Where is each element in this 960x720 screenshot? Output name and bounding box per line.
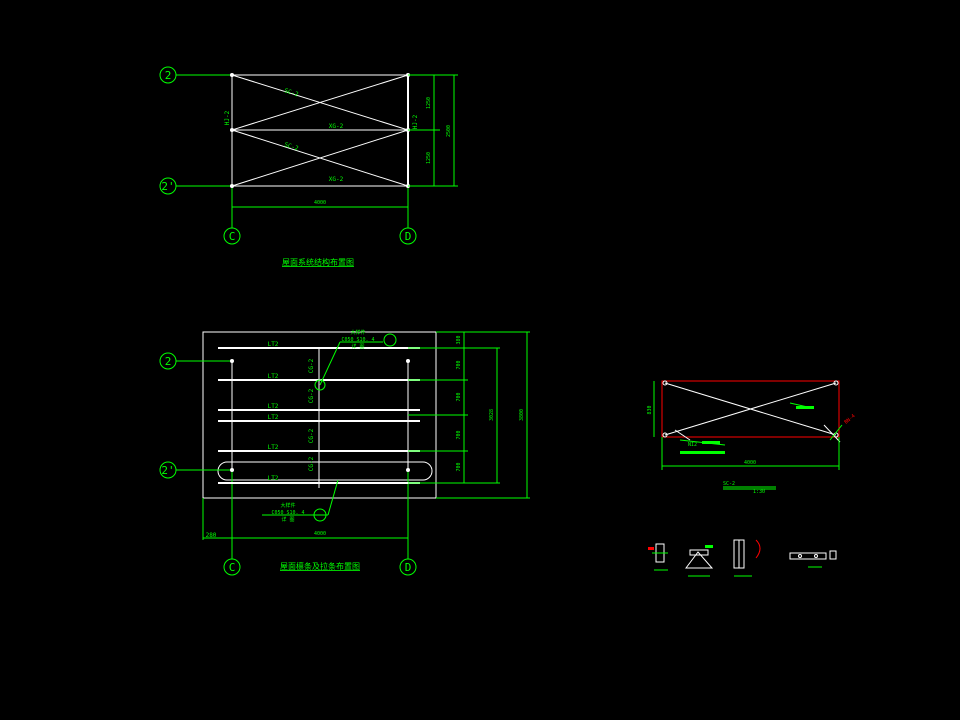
note-block [796,406,814,409]
detail-frame [661,380,840,438]
node [230,468,234,472]
node [230,359,234,363]
dim-text: 3028 [489,409,495,421]
end-plate [674,429,691,441]
dim-text: 3800 [519,409,525,421]
section-shape [829,550,837,560]
strut-label: XG-2 [329,176,344,183]
dim-text: 4000 [314,200,326,206]
dim-text: 4000 [744,460,756,466]
leader-text: NI2 [688,442,697,448]
dim-text: 1250 [426,97,432,109]
axis-label-2p: 2' [161,180,174,193]
detail-title: SC-2 [723,481,735,487]
tie-label: CG-2 [308,456,315,471]
roof-purlin-plan: 2 2' C D LT2 LT2 LT2 LT2 LT2 LT2 CG-2 CG… [159,329,530,576]
node [662,380,668,386]
detail-scale: 1:30 [753,489,765,495]
purlin-label: LT2 [268,414,279,421]
note-block [705,545,713,548]
section-shape [689,549,709,556]
dim-text: 700 [456,462,462,471]
drawing-title: 屋面系统结构布置图 [282,257,354,267]
purlin-label: LT2 [268,444,279,451]
purlin-label: LT2 [268,341,279,348]
brace-detail: 830 4000 NI2 BN-4 SC-2 1:30 [647,380,857,495]
axis-label-d: D [405,230,412,243]
purlin-label: LT2 [268,403,279,410]
callout-text: C050 S10. 4 [271,510,304,516]
node [230,73,234,77]
dim-text: 4000 [314,531,326,537]
brace-label: SC-2 [283,141,299,152]
node [230,184,234,188]
callout-text: 详 图 [281,516,294,523]
column-label-left: HJ-2 [224,110,231,125]
section-shape [789,552,827,560]
leader [829,424,843,441]
section-shape [685,551,714,569]
purlin-label: LT2 [268,475,279,482]
red-note: BN-4 [843,413,856,425]
node [230,128,234,132]
section-mark [755,539,761,559]
callout-leader [327,479,339,516]
dim-text: 700 [456,430,462,439]
callout-leader [319,341,341,386]
column-label-right: HJ-2 [412,114,419,129]
section-bolt [814,554,818,558]
dim-text: 830 [647,405,653,414]
section-bolt [798,554,802,558]
brace-line [664,382,837,436]
dim-text: 380 [456,335,462,344]
axis-label-d: D [405,561,412,574]
callout-text: 详 图 [351,343,364,350]
tie-label: CG-2 [308,388,315,403]
axis-label-2: 2 [165,69,172,82]
node [406,359,410,363]
note-block [702,441,720,444]
dim-text: 1250 [426,152,432,164]
section-mark [648,547,654,550]
section-details [648,539,837,577]
brace-line [231,129,409,187]
callout-bubble [313,508,327,522]
brace-label: SC-2 [283,87,299,98]
axis-label-c: C [229,230,236,243]
dim-text: 700 [456,360,462,369]
callout-text: 大样件 [350,329,365,336]
tie-label: CG-2 [308,358,315,373]
node [833,380,839,386]
purlin-label: LT2 [268,373,279,380]
node [662,432,668,438]
axis-label-c: C [229,561,236,574]
tie-label: CG-2 [308,428,315,443]
brace-line [231,74,409,131]
axis-label-2: 2 [165,355,172,368]
eave-rounded-rect [217,461,433,481]
note-block [680,451,725,454]
strut-label: XG-2 [329,123,344,130]
dim-text: 2500 [446,125,452,137]
axis-label-2p: 2' [161,464,174,477]
node [406,468,410,472]
dim-text: 700 [456,392,462,401]
end-plate [823,424,841,443]
callout-text: 大样件 [280,502,295,509]
dim-text: 280 [206,532,217,539]
callout-circle [314,379,326,391]
roof-bracing-plan: 2 2' C D SC-2 SC-2 XG-2 XG-2 HJ-2 HJ [159,66,458,267]
drawing-title: 屋面檩条及拉条布置图 [280,561,360,571]
callout-bubble [383,333,397,347]
callout-text: C050 S10. 4 [341,337,374,343]
